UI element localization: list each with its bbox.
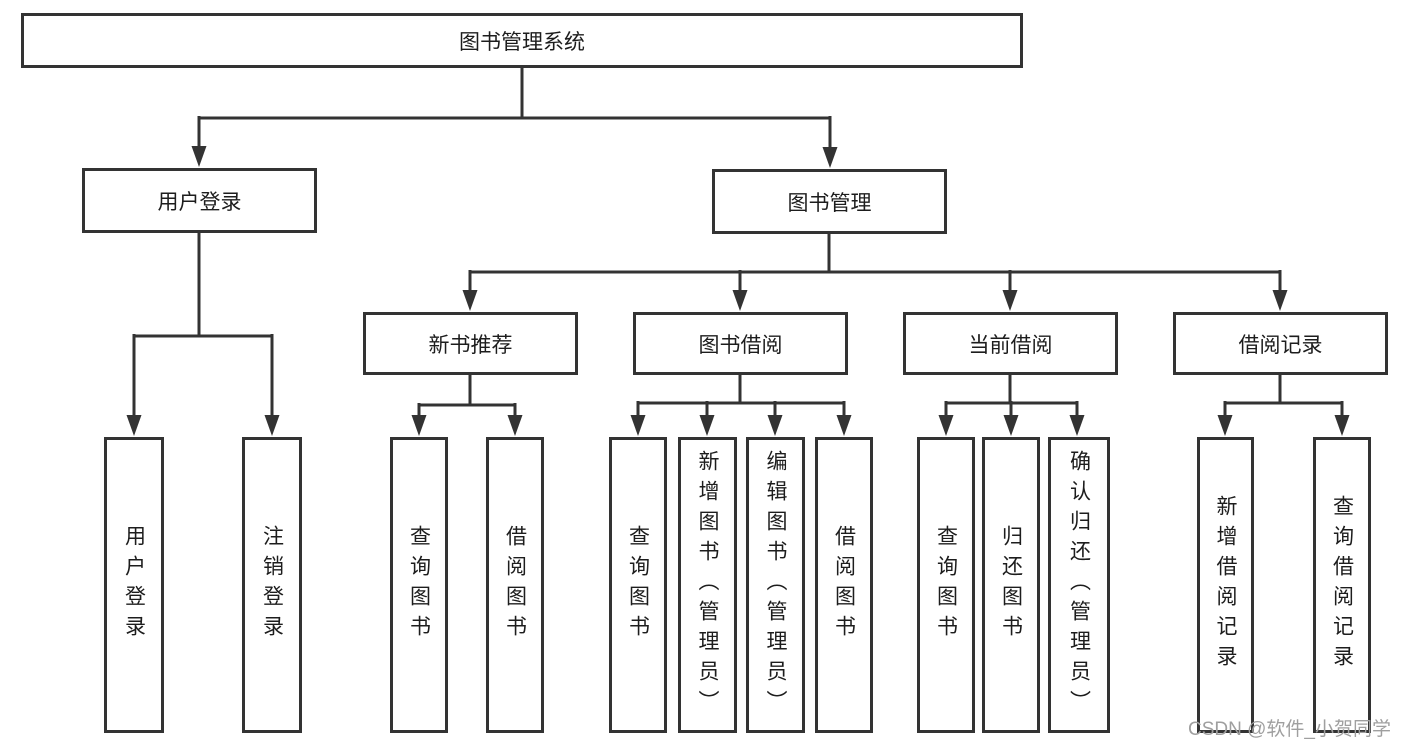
leaf-borrow-books: 借阅图书 bbox=[815, 437, 873, 733]
leaf-query-borrow-record: 查询借阅记录 bbox=[1313, 437, 1371, 733]
leaf-edit-books-admin-label: 编辑图书（管理员） bbox=[764, 450, 787, 720]
leaf-borrow-books-recommend-label: 借阅图书 bbox=[503, 525, 527, 645]
leaf-add-books-admin-label: 新增图书（管理员） bbox=[696, 450, 719, 720]
arrowhead-icon bbox=[1334, 415, 1350, 436]
node-current-borrowing: 当前借阅 bbox=[903, 312, 1118, 375]
arrowhead-icon bbox=[1217, 415, 1233, 436]
leaf-add-borrow-record-label: 新增借阅记录 bbox=[1214, 495, 1237, 675]
arrowhead-icon bbox=[699, 415, 715, 436]
watermark: CSDN @软件_小贺同学 bbox=[1188, 719, 1391, 740]
arrowhead-icon bbox=[767, 415, 783, 436]
arrowhead-icon bbox=[836, 415, 852, 436]
leaf-query-books-recommend-label: 查询图书 bbox=[407, 525, 431, 645]
node-current-borrowing-label: 当前借阅 bbox=[968, 333, 1053, 357]
arrowhead-icon bbox=[411, 415, 427, 436]
leaf-borrow-books-label: 借阅图书 bbox=[832, 525, 856, 645]
arrowhead-icon bbox=[630, 415, 646, 436]
leaf-user-login: 用户登录 bbox=[104, 437, 164, 733]
leaf-confirm-return-admin: 确认归还（管理员） bbox=[1048, 437, 1110, 733]
arrowhead-icon bbox=[1069, 415, 1085, 436]
arrowhead-icon bbox=[191, 146, 207, 167]
arrowhead-icon bbox=[1002, 290, 1018, 311]
leaf-query-books-borrowing-label: 查询图书 bbox=[626, 525, 650, 645]
node-book-borrowing-label: 图书借阅 bbox=[698, 333, 783, 357]
arrowhead-icon bbox=[1272, 290, 1288, 311]
leaf-query-books-current-label: 查询图书 bbox=[934, 525, 958, 645]
leaf-return-books-label: 归还图书 bbox=[999, 525, 1023, 645]
node-user-login: 用户登录 bbox=[82, 168, 317, 233]
node-borrowing-records: 借阅记录 bbox=[1173, 312, 1388, 375]
connector-new-book-recommend bbox=[417, 374, 517, 420]
arrowhead-icon bbox=[938, 415, 954, 436]
leaf-query-books-borrowing: 查询图书 bbox=[609, 437, 667, 733]
leaf-user-login-label: 用户登录 bbox=[122, 525, 146, 645]
leaf-confirm-return-admin-label: 确认归还（管理员） bbox=[1067, 450, 1091, 720]
leaf-query-borrow-record-label: 查询借阅记录 bbox=[1330, 495, 1354, 675]
node-new-book-recommend-label: 新书推荐 bbox=[428, 333, 513, 357]
leaf-add-borrow-record: 新增借阅记录 bbox=[1197, 437, 1254, 733]
leaf-logout-label: 注销登录 bbox=[260, 525, 284, 645]
connector-user-login bbox=[132, 232, 274, 420]
node-book-management: 图书管理 bbox=[712, 169, 947, 234]
connector-current-borrowing bbox=[944, 374, 1079, 420]
node-user-login-label: 用户登录 bbox=[157, 190, 242, 214]
arrowhead-icon bbox=[1003, 415, 1019, 436]
leaf-return-books: 归还图书 bbox=[982, 437, 1040, 733]
leaf-edit-books-admin: 编辑图书（管理员） bbox=[746, 437, 805, 733]
arrowhead-icon bbox=[264, 415, 280, 436]
arrowhead-icon bbox=[822, 147, 838, 168]
leaf-query-books-current: 查询图书 bbox=[917, 437, 975, 733]
arrowhead-icon bbox=[732, 290, 748, 311]
connector-book-borrowing bbox=[636, 374, 846, 420]
root-label: 图书管理系统 bbox=[459, 30, 585, 54]
leaf-add-books-admin: 新增图书（管理员） bbox=[678, 437, 737, 733]
node-new-book-recommend: 新书推荐 bbox=[363, 312, 578, 375]
arrowhead-icon bbox=[126, 415, 142, 436]
root-node: 图书管理系统 bbox=[21, 13, 1023, 68]
node-book-borrowing: 图书借阅 bbox=[633, 312, 848, 375]
leaf-borrow-books-recommend: 借阅图书 bbox=[486, 437, 544, 733]
connector-book-management bbox=[468, 233, 1282, 295]
arrowhead-icon bbox=[462, 290, 478, 311]
leaf-query-books-recommend: 查询图书 bbox=[390, 437, 448, 733]
node-borrowing-records-label: 借阅记录 bbox=[1238, 333, 1323, 357]
leaf-logout: 注销登录 bbox=[242, 437, 302, 733]
arrowhead-icon bbox=[507, 415, 523, 436]
connector-borrowing-records bbox=[1223, 374, 1344, 420]
connector-root bbox=[197, 67, 832, 151]
node-book-management-label: 图书管理 bbox=[787, 191, 872, 215]
